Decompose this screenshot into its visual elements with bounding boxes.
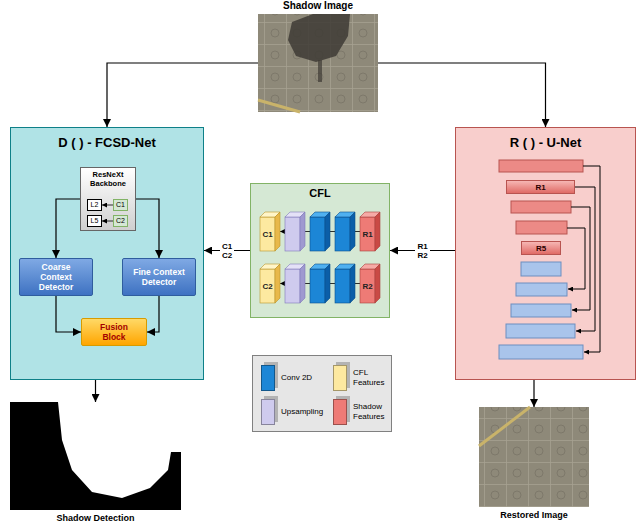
mask-ground [10,402,181,510]
encoder-bar: R1 [506,180,575,194]
skip-connection [583,166,600,352]
conv-block [310,212,330,251]
decoder-bar [506,324,575,338]
node-label: C2 [116,217,125,225]
conv-block [335,212,355,251]
legend-swatch [333,365,347,391]
connector [378,63,546,127]
input-photo: Shadow Image [258,14,378,112]
feature-block [360,264,380,303]
connector [147,296,159,332]
connector [95,380,96,402]
layer-box: L2 [87,199,102,211]
cast-shadow [288,14,350,62]
feature-box: C1 [113,199,128,211]
node-label: CFL [250,187,390,200]
mask-image: Shadow Detection [10,402,181,510]
legend-text: Conv 2D [281,373,312,383]
node-label: R ( ) - U-Net [455,135,636,150]
encoder-bar [499,160,583,172]
node-label: L5 [91,217,99,225]
feature-block [360,212,380,251]
decoder-bar [511,304,571,317]
road-line [258,100,300,112]
node-label: R2 [362,282,372,291]
legend-text: CFL Features [353,368,391,388]
backbone-box: ResNeXt BackboneL2 C1L5 C2 [80,167,136,231]
connector [533,380,534,407]
connector [102,221,113,222]
legend-text: Shadow Features [353,402,391,422]
decoder-bar [516,283,567,296]
node-label: C1 [116,201,125,209]
node-label: Shadow Detection [0,513,191,524]
layer-box: L5 [87,215,102,227]
skip-connection [571,207,590,310]
node-label: C1 [262,230,272,239]
node-label: Shadow Image [238,0,398,12]
feature-block: C2 [260,264,280,303]
cfl-panel: CFL C1 R1C2 R2 [250,183,390,318]
feature-block: R2 [360,264,380,303]
detector-box: Coarse Context Detector [19,258,93,296]
feature-block [260,212,280,251]
feature-block [260,264,280,303]
photo-ground [479,407,589,507]
road-line [479,407,530,446]
legend-entry: Shadow Features [333,399,391,425]
node-label: C2 [262,282,272,291]
legend-text: Upsampling [281,407,323,417]
encoder-bar [511,201,571,213]
edge-label: C1 C2 [220,241,234,261]
output-photo: Restored Image [479,407,589,507]
skip-connection [567,228,585,289]
edge-label: R1 R2 [415,241,429,261]
decoder-bar [521,262,561,276]
node-label: R5 [536,244,546,253]
network-panel: R ( ) - U-NetR1R5 [455,127,636,380]
conv-block [335,264,355,303]
feature-box: C2 [113,215,128,227]
legend-entry: CFL Features [333,365,391,391]
feature-block: R1 [360,212,380,251]
legend-box: Conv 2D CFL FeaturesUpsampling Shadow Feat… [252,355,392,432]
legend-entry: Conv 2D [261,365,312,391]
node-label: Fusion Block [90,322,138,342]
photo-ground [258,14,378,112]
node-label: Coarse Context Detector [26,262,86,292]
node-label: R1 [535,183,545,192]
legend-swatch [261,399,275,425]
network-panel: D ( ) - FCSD-NetResNeXt BackboneL2 C1L5 C2… [10,127,204,380]
feature-block: C1 [260,212,280,251]
node-label: Restored Image [469,510,599,521]
connector [56,199,80,258]
detector-box: Fine Context Detector [122,258,196,296]
connector [56,296,81,332]
node-label: D ( ) - FCSD-Net [10,135,204,150]
upsampling-block [285,212,305,251]
node-label: L2 [91,201,99,209]
legend-entry: Upsampling [261,399,323,425]
decoder-bar [499,345,583,359]
conv-block [310,264,330,303]
connector [107,63,258,127]
upsampling-block [285,264,305,303]
encoder-bar [516,221,567,234]
fusion-box: Fusion Block [81,318,147,346]
cast-shadow [318,60,322,82]
node-label: Fine Context Detector [129,267,189,287]
node-label: R1 [362,230,372,239]
legend-swatch [333,399,347,425]
connector [136,199,159,258]
legend-swatch [261,365,275,391]
connector [102,205,113,206]
mask-region [58,402,181,498]
encoder-bar: R5 [521,241,561,255]
node-label: ResNeXt Backbone [80,170,136,188]
